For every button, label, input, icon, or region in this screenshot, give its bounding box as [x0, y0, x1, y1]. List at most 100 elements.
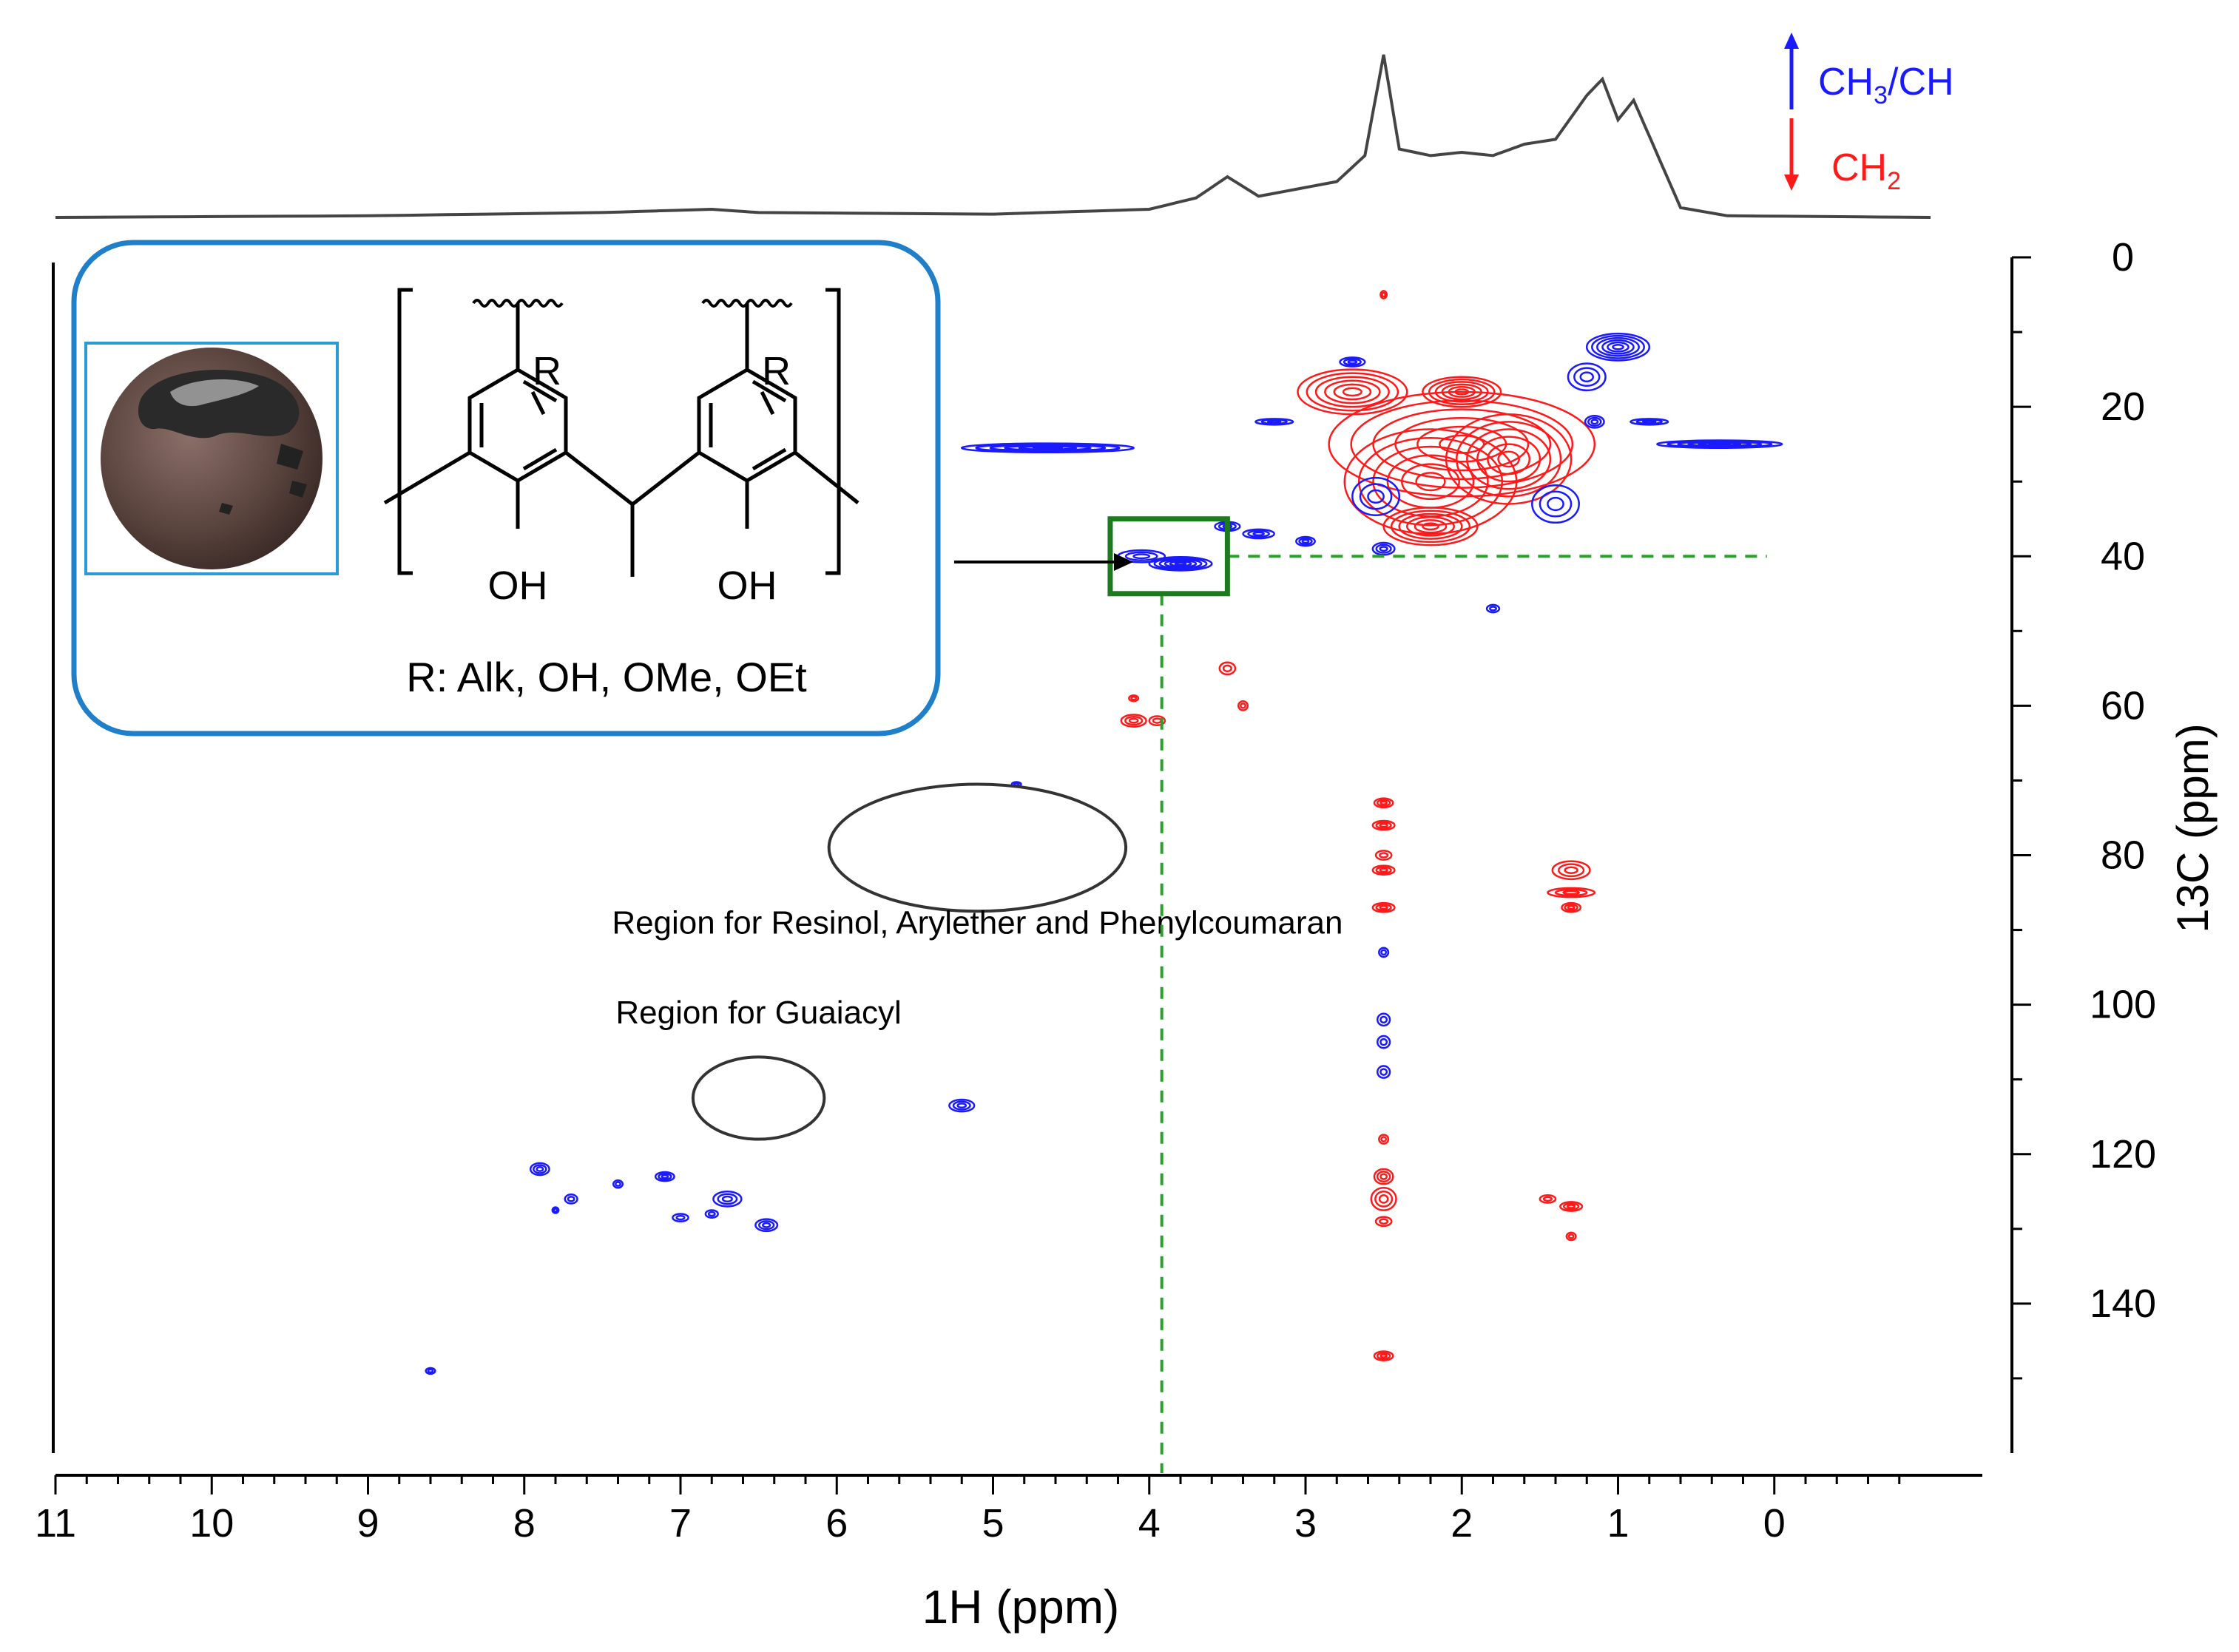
ch2-cross-peak	[1390, 510, 1471, 544]
ch-ch3-cross-peak	[1379, 546, 1388, 552]
y-tick-label: 0	[2112, 235, 2134, 280]
ch2-cross-peak	[1414, 519, 1448, 534]
ch-ch3-cross-peak	[1376, 1012, 1391, 1027]
ch-ch3-cross-peak	[762, 1222, 771, 1228]
ch-ch3-cross-peak	[1485, 603, 1501, 614]
ch2-cross-peak	[1376, 1171, 1391, 1183]
ch-ch3-cross-peak	[1376, 1065, 1391, 1079]
ch2-cross-peak	[1542, 1196, 1553, 1202]
ch2-cross-peak	[1381, 291, 1386, 298]
region-label: Region for Guaiacyl	[615, 995, 901, 1031]
ch-ch3-cross-peak	[1539, 490, 1573, 518]
legend-ch3-sub: 3	[1874, 81, 1888, 109]
polymer-structure	[383, 288, 860, 577]
ch-ch3-cross-peak	[1379, 1037, 1388, 1046]
ch2-cross-peak	[1455, 421, 1562, 498]
ch2-cross-peak	[1466, 428, 1552, 490]
ch-ch3-cross-peak	[1380, 949, 1388, 956]
ch-ch3-cross-peak	[1351, 476, 1401, 516]
ch-ch3-cross-peak	[1298, 537, 1313, 546]
ch-ch3-cross-peak	[721, 1195, 733, 1203]
ch2-cross-peak	[1445, 413, 1573, 505]
x-tick-label: 1	[1607, 1501, 1629, 1546]
legend-ch2-main: CH	[1831, 146, 1887, 189]
x-tick-label: 3	[1294, 1501, 1317, 1546]
ring-2-r-label: R	[762, 349, 791, 393]
ch-ch3-cross-peak	[1375, 544, 1392, 554]
x-tick-label: 4	[1138, 1501, 1161, 1546]
ch2-cross-peak	[1222, 664, 1232, 673]
x-tick-label: 2	[1451, 1501, 1473, 1546]
ch-ch3-cross-peak	[675, 1214, 686, 1221]
ring-1-wavy-bond	[472, 299, 564, 308]
ch2-cross-peak	[1415, 472, 1446, 492]
ch2-cross-peak	[1454, 388, 1470, 396]
ch2-cross-peak	[1370, 1186, 1397, 1211]
ch2-cross-peak	[1376, 799, 1391, 808]
right-chain-bond	[794, 451, 860, 504]
ch-ch3-cross-peak	[1371, 541, 1396, 556]
ch2-cross-peak	[1378, 1134, 1390, 1145]
ch-ch3-cross-peak	[1301, 538, 1310, 544]
legend-label-ch3-ch: CH3/CH	[1818, 61, 1954, 109]
ch2-cross-peak	[1376, 1352, 1391, 1360]
ch-ch3-cross-peak	[1158, 558, 1203, 569]
x-tick-label: 11	[35, 1501, 76, 1546]
ch-ch3-cross-peak	[1254, 418, 1294, 426]
ch-ch3-cross-peak	[427, 1368, 434, 1374]
ch2-cross-peak	[1547, 887, 1596, 898]
ch-ch3-cross-peak	[654, 1171, 675, 1182]
ch-ch3-cross-peak	[1579, 371, 1594, 383]
ch-ch3-cross-peak	[1242, 528, 1275, 540]
hsqc-cross-peaks	[425, 290, 1783, 1375]
legend-ch3-main: CH	[1818, 61, 1874, 104]
ch-ch3-cross-peak	[1607, 341, 1630, 353]
ch2-cross-peak	[1124, 715, 1144, 726]
ch2-cross-peak	[1566, 1204, 1576, 1209]
ring-2-wavy-bond	[701, 299, 793, 308]
legend-ch2-sub: 2	[1887, 167, 1901, 195]
ch-ch3-cross-peak	[533, 1164, 547, 1174]
ch-ch3-cross-peak	[1573, 367, 1601, 387]
ch2-cross-peak	[1487, 443, 1531, 475]
ch2-cross-peak	[1374, 1191, 1394, 1208]
x-tick-label: 5	[982, 1501, 1004, 1546]
ch2-cross-peak	[1237, 700, 1249, 711]
x-tick-label: 7	[669, 1501, 692, 1546]
x-tick-label: 9	[357, 1501, 379, 1546]
ch2-cross-peak	[1379, 867, 1388, 873]
ch-ch3-cross-peak	[1174, 561, 1187, 566]
ch2-cross-peak	[1448, 385, 1476, 398]
y-tick-label: 100	[2090, 983, 2156, 1027]
ch-ch3-cross-peak	[553, 1208, 558, 1213]
ch2-cross-peak	[1375, 821, 1392, 830]
ch2-cross-peak	[1441, 383, 1482, 401]
ch-ch3-cross-peak	[712, 1191, 743, 1208]
ring-2-double-3	[752, 379, 787, 403]
pointer-arrowhead	[1114, 553, 1133, 571]
ch2-cross-peak	[1333, 383, 1372, 401]
ch-ch3-cross-peak	[1378, 947, 1390, 958]
ch-ch3-cross-peak	[551, 1206, 560, 1214]
left-bracket	[397, 288, 413, 575]
ch-ch3-cross-peak	[612, 1179, 624, 1189]
ch2-cross-peak	[1562, 1202, 1580, 1211]
y-tick-label: 40	[2101, 534, 2145, 578]
ch2-cross-peak	[1428, 378, 1496, 405]
ch2-cross-peak	[1130, 696, 1138, 701]
ch2-cross-peak	[1406, 515, 1455, 537]
ch-ch3-cross-peak	[529, 1162, 550, 1177]
y-axis-title: 13C (ppm)	[2168, 723, 2218, 932]
ch-ch3-cross-peak	[564, 1194, 578, 1205]
ch-ch3-cross-peak	[536, 1166, 544, 1172]
ch2-cross-peak	[1342, 387, 1362, 397]
ch-ch3-cross-peak	[1148, 556, 1213, 572]
ch-ch3-cross-peak	[1708, 442, 1732, 446]
ch2-cross-peak	[1374, 1216, 1393, 1228]
ch2-cross-peak	[1422, 376, 1502, 408]
ch2-cross-peak	[1371, 901, 1396, 913]
ch2-cross-peak	[1379, 800, 1388, 806]
ch-ch3-cross-peak	[1489, 606, 1497, 612]
right-bracket	[825, 288, 841, 575]
